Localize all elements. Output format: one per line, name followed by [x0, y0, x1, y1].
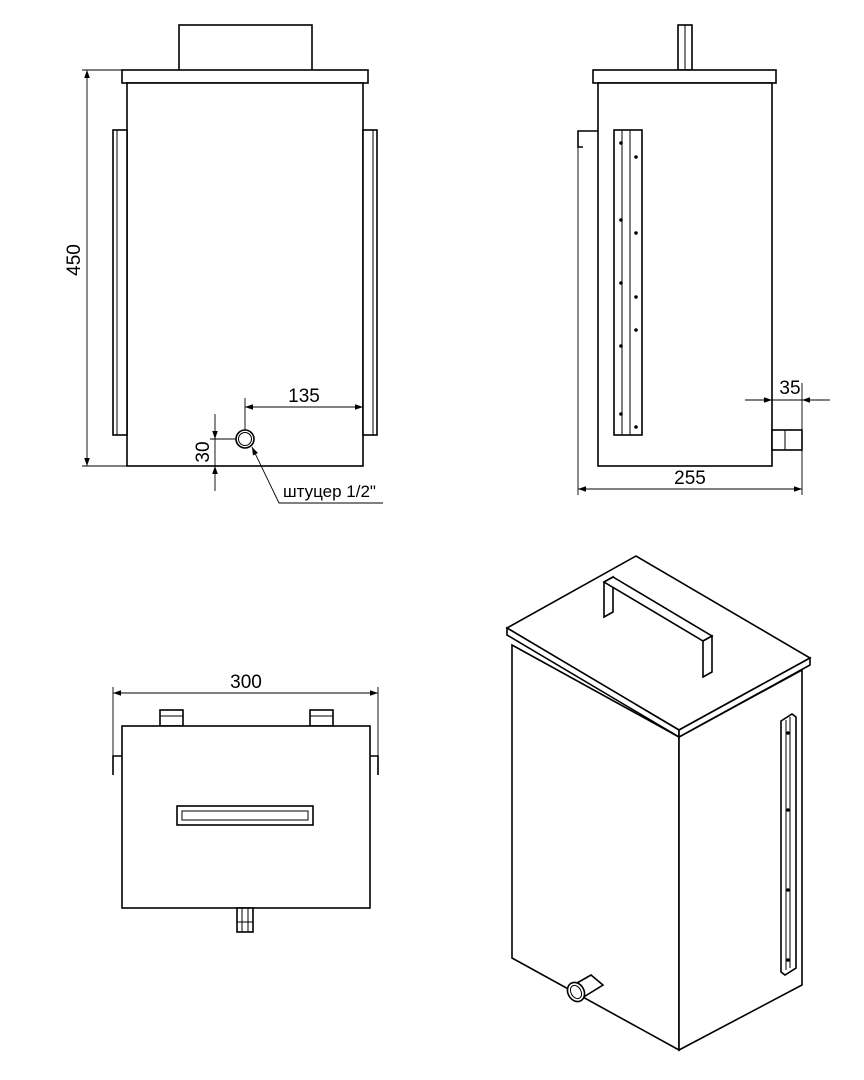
front-view: 450 135 30 штуцер 1/2": [64, 24, 383, 504]
side-handle-bracket: [613, 129, 643, 436]
side-nozzle: [771, 429, 803, 451]
top-left-tab: [159, 709, 184, 727]
dim-offset-135: 135: [244, 386, 363, 430]
dim-offset-label: 135: [288, 386, 320, 407]
dim-width-label: 300: [230, 672, 262, 693]
nozzle-leader: штуцер 1/2": [251, 446, 383, 504]
dim-depth-255: 255: [577, 147, 803, 495]
front-right-side-handle: [362, 129, 378, 436]
iso-lid: [505, 555, 812, 739]
nozzle-label: штуцер 1/2": [283, 482, 376, 501]
side-view: 35 255: [577, 24, 830, 495]
isometric-view: [505, 555, 812, 1052]
iso-body: [511, 643, 803, 1052]
top-left-hook: [112, 755, 122, 775]
top-nozzle: [236, 907, 254, 933]
iso-top-handle: [602, 575, 714, 679]
dim-width-300: 300: [112, 672, 379, 756]
front-left-side-handle: [112, 129, 128, 436]
dim-height-450: 450: [64, 69, 127, 467]
dim-nozzle-35: 35: [745, 378, 830, 430]
top-right-tab: [309, 709, 334, 727]
top-view: 300: [112, 672, 379, 933]
side-hook: [577, 130, 598, 148]
iso-side-handle: [780, 713, 797, 976]
dim-depth-label: 255: [674, 468, 706, 489]
side-lid: [592, 69, 777, 84]
dim-nozzle-30: 30: [193, 414, 236, 491]
top-handle: [176, 805, 314, 826]
front-lid: [121, 69, 369, 84]
dim-height-label: 450: [64, 244, 85, 276]
front-top-handle: [178, 24, 313, 72]
top-right-hook: [370, 755, 379, 775]
dim-nozzle-length-label: 35: [779, 378, 800, 399]
dim-nozzle-height-label: 30: [193, 441, 214, 462]
iso-nozzle: [566, 974, 605, 1003]
